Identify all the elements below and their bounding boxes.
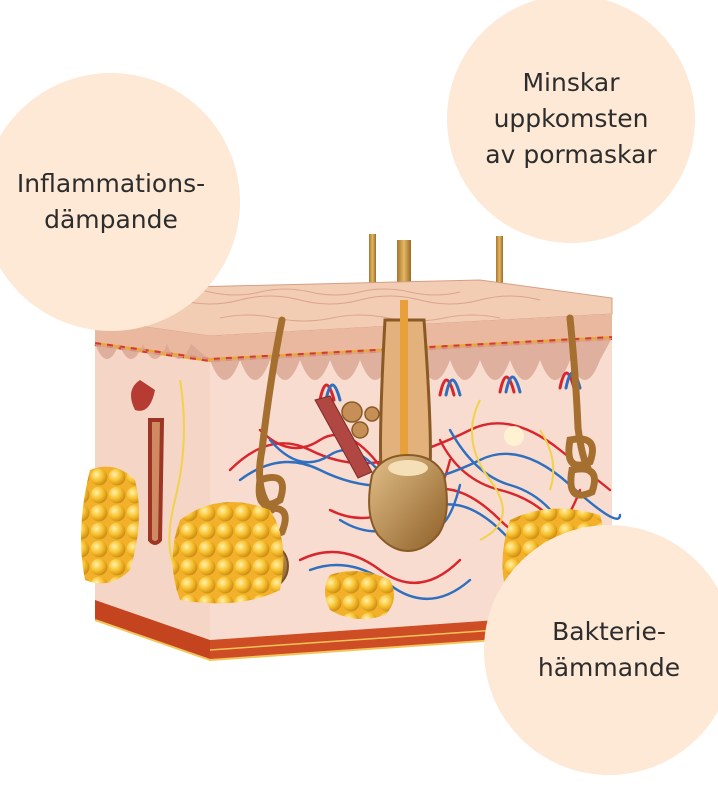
- bubble-text-line: Bakterie-: [538, 614, 680, 650]
- bubble-text-line: uppkomsten: [485, 101, 656, 137]
- bubble-text-line: Inflammations-: [17, 166, 205, 202]
- label-bubble-reduces-blackheads: Minskar uppkomsten av pormaskar: [447, 0, 695, 243]
- bubble-text-line: Minskar: [485, 65, 656, 101]
- bubble-text-line: dämpande: [17, 202, 205, 238]
- label-bubble-antibacterial: Bakterie- hämmande: [484, 525, 718, 775]
- bubble-text-line: av pormaskar: [485, 137, 656, 173]
- bubble-text-line: hämmande: [538, 650, 680, 686]
